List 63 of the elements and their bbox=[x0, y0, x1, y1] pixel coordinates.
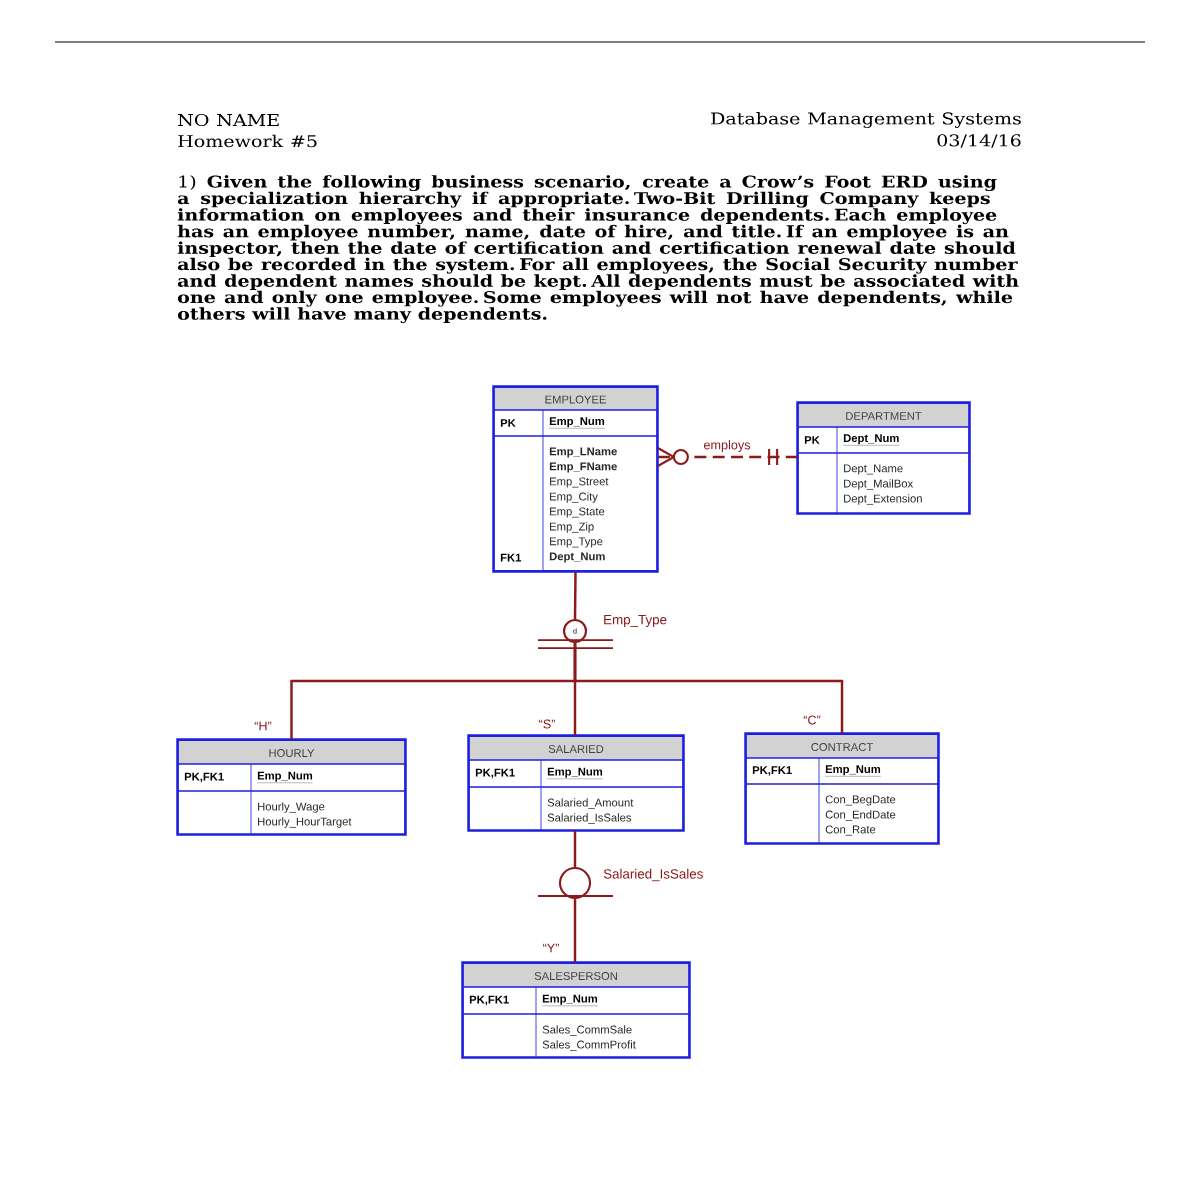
discriminator-label: Salaried_IsSales bbox=[603, 868, 703, 882]
primary-key: Dept_Num bbox=[843, 434, 900, 446]
attribute-name: Con_BegDate bbox=[825, 795, 896, 806]
attribute-name: Hourly_HourTarget bbox=[258, 817, 352, 828]
attribute-name: Sales_CommSale bbox=[542, 1025, 632, 1036]
entity-table bbox=[744, 732, 940, 845]
key-label: PK,FK1 bbox=[184, 772, 224, 783]
attribute-name: Emp_Zip bbox=[550, 522, 594, 533]
key-label: FK1 bbox=[500, 553, 522, 562]
entity-table bbox=[461, 961, 691, 1059]
key-label: PK bbox=[804, 436, 820, 444]
attribute-name: Sales_CommProfit bbox=[542, 1040, 636, 1051]
attribute-name: Hourly_Wage bbox=[258, 802, 325, 813]
discriminator-label: Emp_Type bbox=[604, 615, 667, 627]
connector-line bbox=[573, 830, 577, 867]
entity-name: EMPLOYEE bbox=[545, 395, 606, 404]
key-label: PK,FK1 bbox=[469, 995, 509, 1006]
attribute-name: Dept_Num bbox=[549, 552, 605, 563]
entity-name: CONTRACT bbox=[811, 743, 873, 751]
entity-table bbox=[796, 401, 971, 515]
primary-key: Emp_Num bbox=[549, 417, 605, 429]
attribute-name: Emp_FName bbox=[549, 462, 617, 473]
edge-label: “S” bbox=[537, 718, 557, 730]
connector-line bbox=[573, 899, 577, 963]
question-text: 1) Given the following business scenario, create a Crow’s Foot ERD using a specialization hierarchy if appropriate. Two-Bit Drilling Company keeps information on employees and their insurance dependents. Each employee has an employee number, name, date of hire, and title. If an employee is an inspector, then the date of certification and certification renewal date should also be recorded in the system. For all employees, the Social Security number and dependent names should be kept. All dependents must be associated with one and only one employee. Some employees will not have dependents, while others will have many dependents. bbox=[177, 175, 1019, 324]
edge-label: employs bbox=[702, 439, 752, 453]
primary-key: Emp_Num bbox=[542, 994, 598, 1006]
entity-name: HOURLY bbox=[269, 749, 315, 757]
attribute-name: Dept_Name bbox=[844, 464, 903, 475]
entity-table bbox=[492, 385, 659, 573]
entity-name: DEPARTMENT bbox=[846, 412, 922, 420]
connector-line bbox=[657, 447, 798, 467]
attribute-name: Dept_MailBox bbox=[844, 479, 913, 490]
key-label: PK,FK1 bbox=[752, 766, 792, 776]
primary-key: Emp_Num bbox=[825, 765, 881, 777]
entity-table bbox=[467, 734, 685, 832]
edge-label: “H” bbox=[253, 720, 273, 732]
attribute-name: Salaried_IsSales bbox=[547, 813, 632, 824]
entity-name: SALESPERSON bbox=[534, 972, 617, 980]
attribute-name: Emp_Street bbox=[550, 477, 609, 488]
attribute-name: Salaried_Amount bbox=[547, 798, 634, 809]
header-text: Database Management Systems bbox=[711, 112, 1021, 128]
attribute-name: Emp_State bbox=[550, 507, 605, 518]
entity-name: SALARIED bbox=[548, 745, 604, 753]
edge-label: “C” bbox=[802, 714, 822, 726]
attribute-name: Con_Rate bbox=[825, 825, 876, 836]
subtype-circle bbox=[558, 866, 592, 900]
attribute-name: Emp_LName bbox=[549, 447, 617, 458]
edge-label: “Y” bbox=[541, 942, 561, 954]
header-text: Homework #5 bbox=[178, 134, 317, 148]
attribute-name: Con_EndDate bbox=[825, 810, 896, 821]
primary-key: Emp_Num bbox=[547, 767, 603, 779]
header-text: 03/14/16 bbox=[937, 134, 1021, 148]
attribute-name: Dept_Extension bbox=[844, 494, 922, 505]
key-label: PK bbox=[500, 419, 516, 427]
primary-key: Emp_Num bbox=[257, 771, 313, 783]
header-text: NO NAME bbox=[178, 113, 279, 127]
attribute-name: Emp_City bbox=[550, 492, 598, 503]
attribute-name: Emp_Type bbox=[550, 537, 603, 548]
connector-line bbox=[573, 571, 577, 619]
connector-line bbox=[573, 643, 844, 734]
key-label: PK,FK1 bbox=[475, 768, 515, 779]
entity-table bbox=[176, 738, 407, 836]
